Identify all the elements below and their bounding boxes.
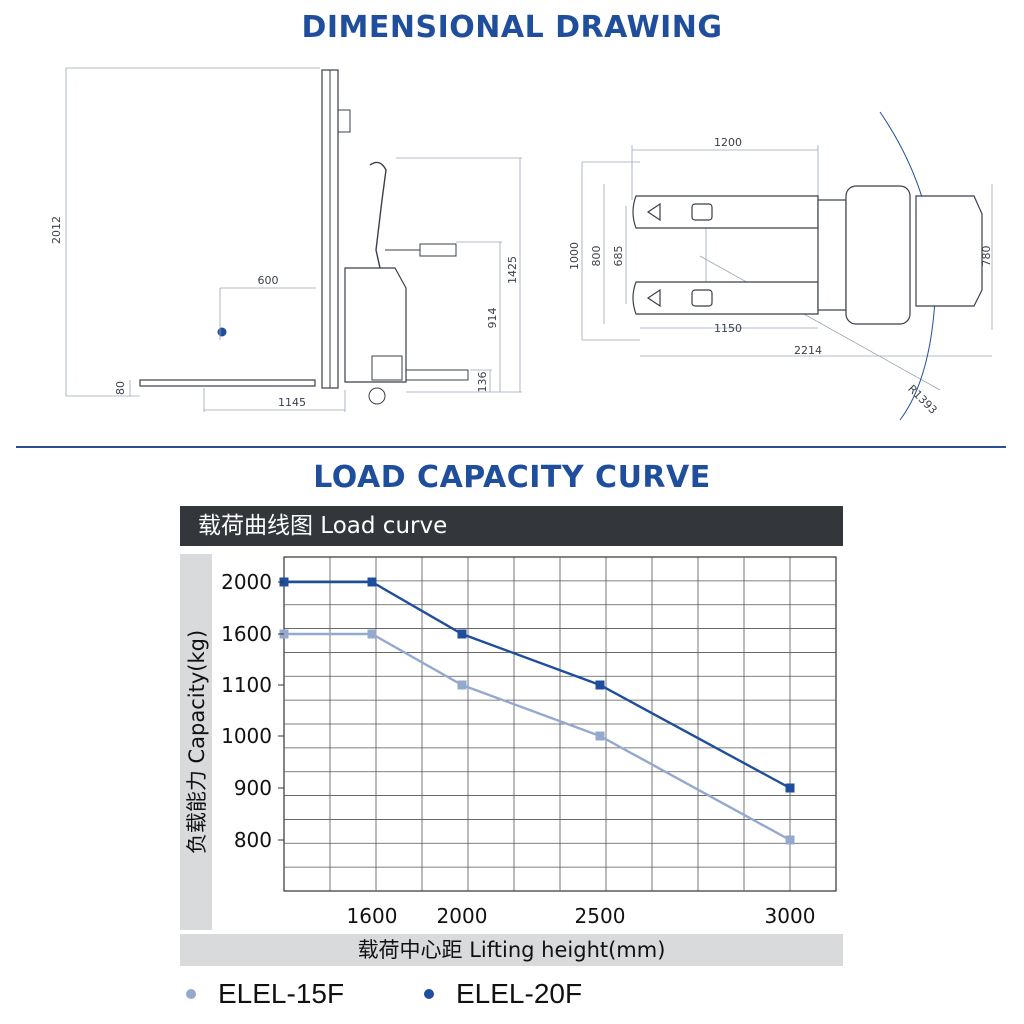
data-point-elel-15f — [457, 680, 467, 690]
x-tick-label: 2500 — [575, 904, 626, 928]
dim-914: 914 — [486, 308, 499, 329]
dim-136: 136 — [476, 372, 489, 393]
y-tick-label: 900 — [234, 776, 272, 800]
dim-780: 780 — [980, 246, 993, 267]
dim-80: 80 — [114, 381, 127, 395]
y-tick-label: 800 — [234, 828, 272, 852]
legend-label: ELEL-20F — [456, 978, 583, 1009]
x-tick-label: 2000 — [437, 904, 488, 928]
dim-2214: 2214 — [794, 344, 822, 357]
legend-item-elel-20f: ELEL-20F — [424, 976, 582, 1012]
y-tick-label: 2000 — [221, 570, 272, 594]
section-divider — [16, 446, 1006, 448]
data-point-elel-15f — [785, 835, 795, 845]
legend-label: ELEL-15F — [218, 978, 345, 1009]
y-tick-label: 1600 — [221, 622, 272, 646]
legend-swatch-dark — [424, 989, 434, 999]
data-point-elel-20f — [367, 577, 377, 587]
y-axis-label: 负载能力 Capacity(kg) — [185, 629, 209, 855]
data-point-elel-15f — [595, 731, 605, 741]
dim-1200: 1200 — [714, 136, 742, 149]
data-point-elel-20f — [595, 680, 605, 690]
dimensional-drawing: 2012 600 80 1145 1425 914 136 1200 1000 … — [50, 67, 993, 421]
legend-item-elel-15f: ELEL-15F — [186, 976, 344, 1012]
data-point-elel-20f — [279, 577, 289, 587]
dim-r1393: R1393 — [905, 382, 939, 416]
dim-2012: 2012 — [50, 216, 63, 244]
series-line-elel-15f — [284, 632, 791, 842]
legend-swatch-light — [186, 989, 196, 999]
dim-685: 685 — [612, 246, 625, 267]
dim-1425: 1425 — [506, 256, 519, 284]
x-axis-label: 载荷中心距 Lifting height(mm) — [180, 934, 843, 966]
chart-header: 载荷曲线图 Load curve — [180, 506, 843, 546]
load-section-title: LOAD CAPACITY CURVE — [313, 460, 711, 495]
x-tick-label: 1600 — [347, 904, 398, 928]
dim-1150: 1150 — [714, 322, 742, 335]
dim-600: 600 — [258, 274, 279, 287]
y-tick-label: 1100 — [221, 673, 272, 697]
x-tick-label: 3000 — [765, 904, 816, 928]
y-tick-label: 1000 — [221, 724, 272, 748]
y-axis-label-box — [180, 554, 212, 930]
dim-1000: 1000 — [568, 242, 581, 270]
data-point-elel-15f — [279, 629, 289, 639]
dim-1145: 1145 — [278, 396, 306, 409]
data-point-elel-20f — [457, 629, 467, 639]
dim-800: 800 — [590, 246, 603, 267]
data-point-elel-15f — [367, 629, 377, 639]
plot-area — [283, 556, 837, 892]
drawing-title: DIMENSIONAL DRAWING — [301, 10, 723, 45]
data-point-elel-20f — [785, 783, 795, 793]
series-line-elel-20f — [284, 580, 791, 790]
